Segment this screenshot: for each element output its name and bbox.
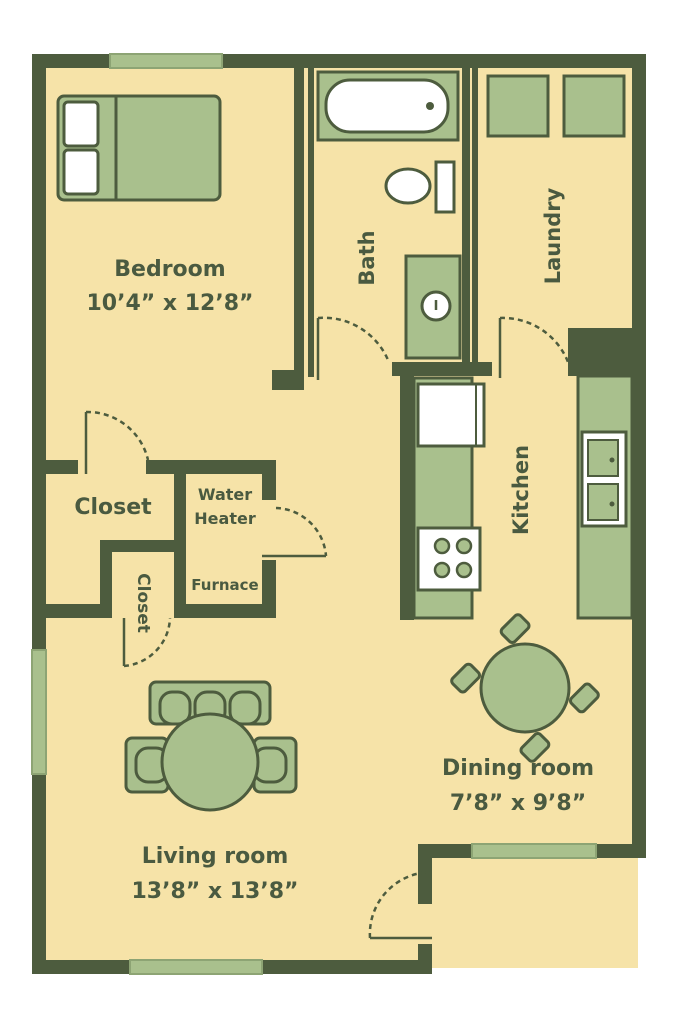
- room-labels: Bedroom 10’4” x 12’8” Bath Laundry Close…: [74, 187, 594, 904]
- bath-sink: [404, 254, 462, 360]
- floor: [38, 60, 638, 968]
- living-size: 13’8” x 13’8”: [132, 879, 299, 904]
- closet-small-name: Closet: [133, 573, 153, 633]
- bath-name: Bath: [355, 230, 379, 285]
- living-room-seating: [124, 680, 298, 812]
- bedroom-size: 10’4” x 12’8”: [87, 291, 254, 316]
- bedroom-name: Bedroom: [114, 257, 225, 282]
- furnace-name: Furnace: [191, 576, 258, 594]
- door-swings: [84, 316, 570, 940]
- living-name: Living room: [142, 844, 289, 869]
- kitchen-counter-left: [412, 376, 486, 620]
- bed: [56, 94, 222, 202]
- dining-name: Dining room: [442, 756, 594, 781]
- washer-dryer: [486, 74, 626, 138]
- water-heater-line1: Water: [198, 485, 252, 504]
- dining-table: [450, 613, 600, 763]
- laundry-name: Laundry: [541, 187, 565, 284]
- bathtub: [316, 70, 460, 142]
- windows: [31, 53, 597, 975]
- closet-main-name: Closet: [74, 495, 152, 520]
- kitchen-name: Kitchen: [509, 445, 533, 535]
- interior-walls: [38, 62, 646, 620]
- water-heater-line2: Heater: [194, 509, 256, 528]
- dining-size: 7’8” x 9’8”: [450, 791, 586, 816]
- toilet: [384, 160, 456, 214]
- kitchen-counter-right: [576, 374, 634, 620]
